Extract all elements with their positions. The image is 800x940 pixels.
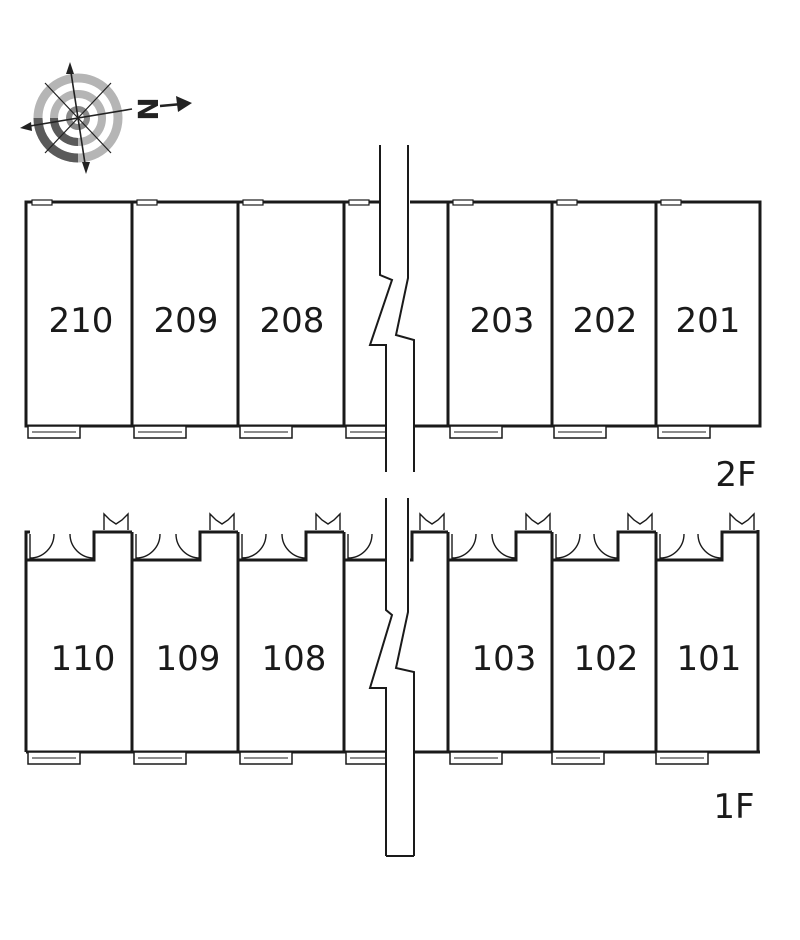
floor-label: 2F — [715, 455, 756, 495]
floor-2f-plan: 210 209 208 203 202 201 2F — [24, 145, 762, 495]
unit-number: 210 — [49, 301, 114, 341]
floor-1f-plan: 110 109 108 103 102 101 1F — [24, 498, 760, 857]
unit-number: 208 — [260, 301, 325, 341]
unit-number: 108 — [262, 639, 327, 679]
unit-number: 109 — [156, 639, 221, 679]
unit-number: 203 — [470, 301, 535, 341]
unit-number: 209 — [154, 301, 219, 341]
unit-number: 201 — [676, 301, 741, 341]
unit-number: 103 — [472, 639, 537, 679]
floor-label: 1F — [713, 787, 754, 827]
unit-number: 202 — [573, 301, 638, 341]
unit-number: 110 — [51, 639, 116, 679]
unit-number: 102 — [574, 639, 639, 679]
unit-number: 101 — [677, 639, 742, 679]
compass-rose-icon: N — [20, 62, 192, 174]
north-letter: N — [131, 97, 164, 120]
break-gap — [370, 498, 414, 856]
